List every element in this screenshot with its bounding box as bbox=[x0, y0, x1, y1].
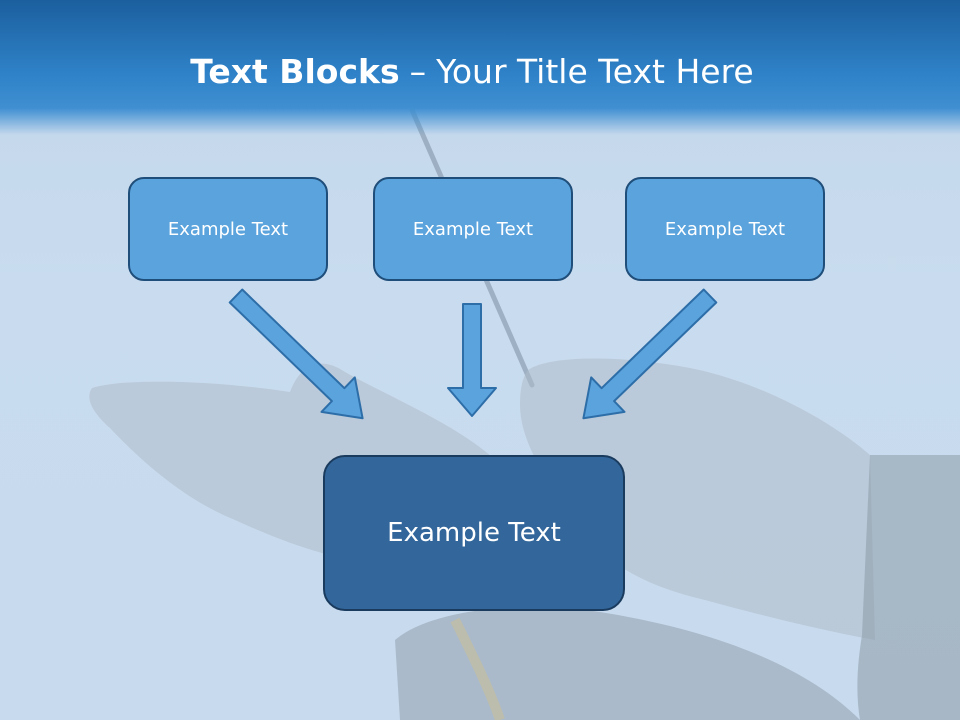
text-block-label: Example Text bbox=[412, 218, 534, 240]
text-block-label: Example Text bbox=[387, 518, 561, 548]
title-rest: Your Title Text Here bbox=[436, 52, 754, 91]
text-block-top-left[interactable]: Example Text bbox=[128, 177, 328, 281]
title-separator: – bbox=[409, 52, 427, 91]
text-block-label: Example Text bbox=[664, 218, 786, 240]
text-block-top-right[interactable]: Example Text bbox=[625, 177, 825, 281]
text-block-bottom[interactable]: Example Text bbox=[323, 455, 625, 611]
text-block-top-center[interactable]: Example Text bbox=[373, 177, 573, 281]
slide-title: Text Blocks–Your Title Text Here bbox=[0, 52, 944, 91]
title-bold-part: Text Blocks bbox=[190, 52, 400, 91]
title-bar bbox=[0, 0, 960, 135]
text-block-label: Example Text bbox=[167, 218, 289, 240]
